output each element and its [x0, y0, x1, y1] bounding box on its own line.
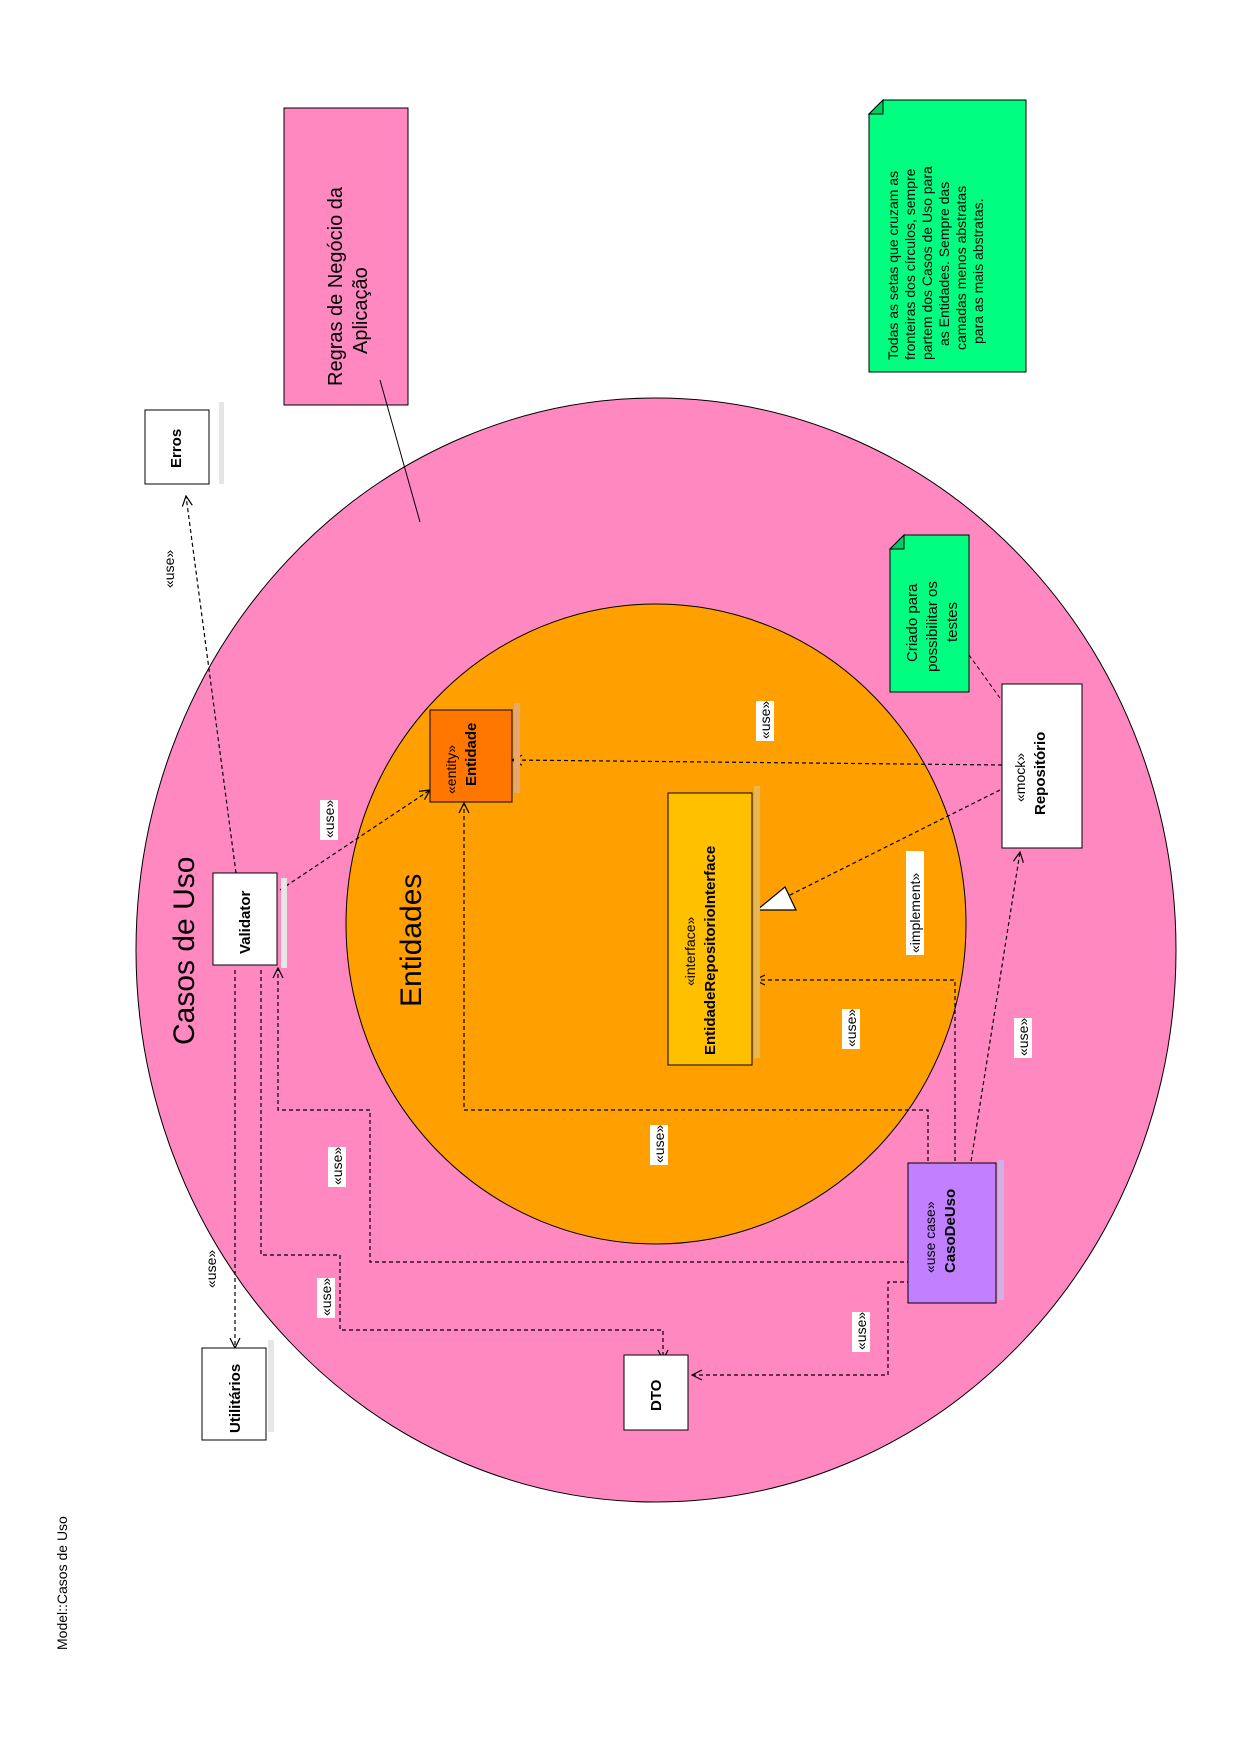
- box-dto[interactable]: DTO: [623, 1354, 689, 1431]
- box-interface[interactable]: «interface» EntidadeRepositorioInterface: [667, 786, 760, 1066]
- outer-circle-label: Casos de Uso: [168, 857, 201, 1045]
- model-label: Model::Casos de Uso: [54, 1516, 70, 1650]
- box-repositorio[interactable]: «mock» Repositório: [1001, 683, 1083, 849]
- box-dto-title: DTO: [648, 1379, 665, 1411]
- note-arrows-line-6: para as mais abstratas.: [970, 198, 986, 344]
- label-use-casodeuso-repositorio: «use»: [1015, 1018, 1031, 1056]
- edge-repositorio-entidade: [512, 760, 1003, 765]
- box-entidade-title: Entidade: [463, 723, 480, 786]
- note-business-rules: Regras de Negócio da Aplicação: [283, 107, 421, 523]
- box-entidade-stereotype: «entity»: [443, 745, 459, 794]
- edges: [186, 496, 1020, 1375]
- note-arrows-line-2: fronteiras dos círculos, sempre: [902, 168, 918, 360]
- label-implement: «implement»: [907, 873, 923, 953]
- edge-casodeuso-validator: [278, 968, 918, 1263]
- label-use-casodeuso-dto: «use»: [853, 1312, 869, 1350]
- edge-validator-dto: [260, 970, 663, 1360]
- edge-validator-erros: [186, 496, 237, 874]
- svg-text:Todas as setas que cruzam as: Todas as setas que cruzam as fronteiras …: [885, 162, 986, 360]
- edge-casodeuso-repositorio: [969, 852, 1020, 1169]
- svg-text:Criado para possibilitar: Criado para possibilitar os testes: [904, 577, 961, 672]
- note-business-rules-line-2: Aplicação: [350, 267, 372, 354]
- note-arrows-rule: Todas as setas que cruzam as fronteiras …: [867, 98, 1027, 373]
- label-use-utilitarios: «use»: [203, 1250, 219, 1288]
- note-tests-line-1: Criado para: [904, 583, 921, 662]
- label-use-erros: «use»: [161, 550, 177, 588]
- svg-text:Regras de Negócio da Apl: Regras de Negócio da Aplicação: [325, 181, 372, 386]
- edge-validator-entidade: [279, 790, 430, 891]
- box-casodeuso[interactable]: «use case» CasoDeUso: [907, 1160, 1004, 1304]
- box-validator[interactable]: Validator: [212, 872, 287, 968]
- box-erros[interactable]: Erros: [144, 402, 224, 485]
- label-use-validator-entidade: «use»: [321, 800, 337, 838]
- note-tests-line-3: testes: [944, 602, 961, 642]
- box-interface-stereotype: «interface»: [682, 917, 698, 986]
- label-use-casodeuso-validator: «use»: [329, 1147, 345, 1185]
- label-use-repositorio-entidade: «use»: [757, 701, 773, 739]
- box-validator-title: Validator: [237, 890, 254, 954]
- box-casodeuso-stereotype: «use case»: [922, 1201, 938, 1273]
- note-business-rules-line-1: Regras de Negócio da: [325, 186, 347, 386]
- box-interface-title: EntidadeRepositorioInterface: [702, 846, 719, 1055]
- note-arrows-line-4: as Entidades. Sempre das: [936, 182, 952, 346]
- label-use-casodeuso-interface: «use»: [843, 1009, 859, 1047]
- box-utilitarios-title: Utilitários: [227, 1364, 244, 1433]
- box-repositorio-stereotype: «mock»: [1012, 753, 1028, 802]
- note-tests-line-2: possibilitar os: [924, 581, 941, 672]
- box-entidade[interactable]: «entity» Entidade: [429, 703, 520, 803]
- note-arrows-line-3: partem dos Casos de Uso para: [919, 166, 935, 360]
- note-arrows-line-5: camadas menos abstratas: [953, 186, 969, 350]
- edge-casodeuso-dto: [692, 1281, 918, 1375]
- label-use-validator-dto: «use»: [318, 1278, 334, 1316]
- label-use-casodeuso-entidade: «use»: [651, 1125, 667, 1163]
- implement-arrowhead: [755, 886, 797, 911]
- box-casodeuso-title: CasoDeUso: [942, 1189, 959, 1273]
- box-repositorio-title: Repositório: [1032, 732, 1049, 815]
- box-utilitarios[interactable]: Utilitários: [201, 1340, 274, 1441]
- edge-repositorio-interface: [779, 789, 1001, 901]
- inner-circle-label: Entidades: [395, 874, 428, 1007]
- edge-casodeuso-entidade: [464, 803, 929, 1168]
- box-erros-title: Erros: [168, 429, 185, 468]
- note-tests: Criado para possibilitar os testes: [888, 533, 1006, 706]
- note-arrows-line-1: Todas as setas que cruzam as: [885, 171, 901, 360]
